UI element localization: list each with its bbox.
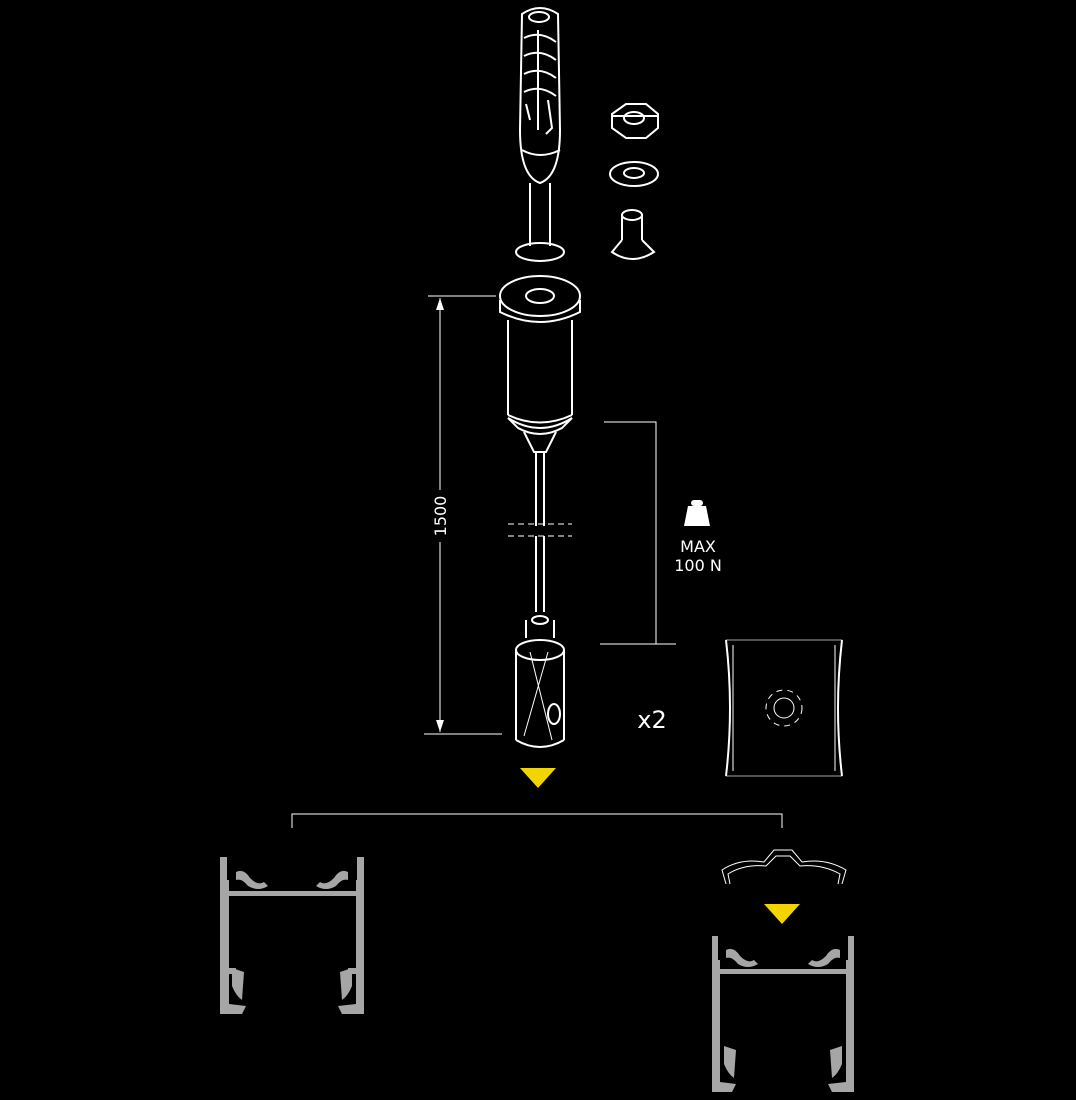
screw-insert (610, 209, 656, 260)
down-arrow-icon (520, 768, 556, 788)
aluminium-profile-right (712, 936, 854, 1092)
diffuser-clip (721, 849, 847, 885)
dimension-length-label: 1500 (431, 496, 450, 537)
cable-gripper (515, 615, 565, 748)
washer (609, 161, 659, 187)
aluminium-profile-left (220, 857, 364, 1014)
max-load-bracket (600, 421, 676, 645)
max-load-value: 100 N (674, 556, 722, 575)
options-bracket (291, 813, 783, 828)
steel-cable (508, 452, 572, 612)
ceiling-canopy (499, 275, 581, 453)
down-arrow-icon (764, 904, 800, 924)
weight-icon (684, 500, 710, 526)
wall-dowel (515, 7, 565, 262)
mounting-plate (725, 639, 843, 777)
dimension-1500: 1500 (424, 295, 502, 735)
hex-nut (611, 103, 659, 139)
quantity-label: x2 (637, 706, 666, 734)
max-load-label: MAX (680, 537, 716, 556)
